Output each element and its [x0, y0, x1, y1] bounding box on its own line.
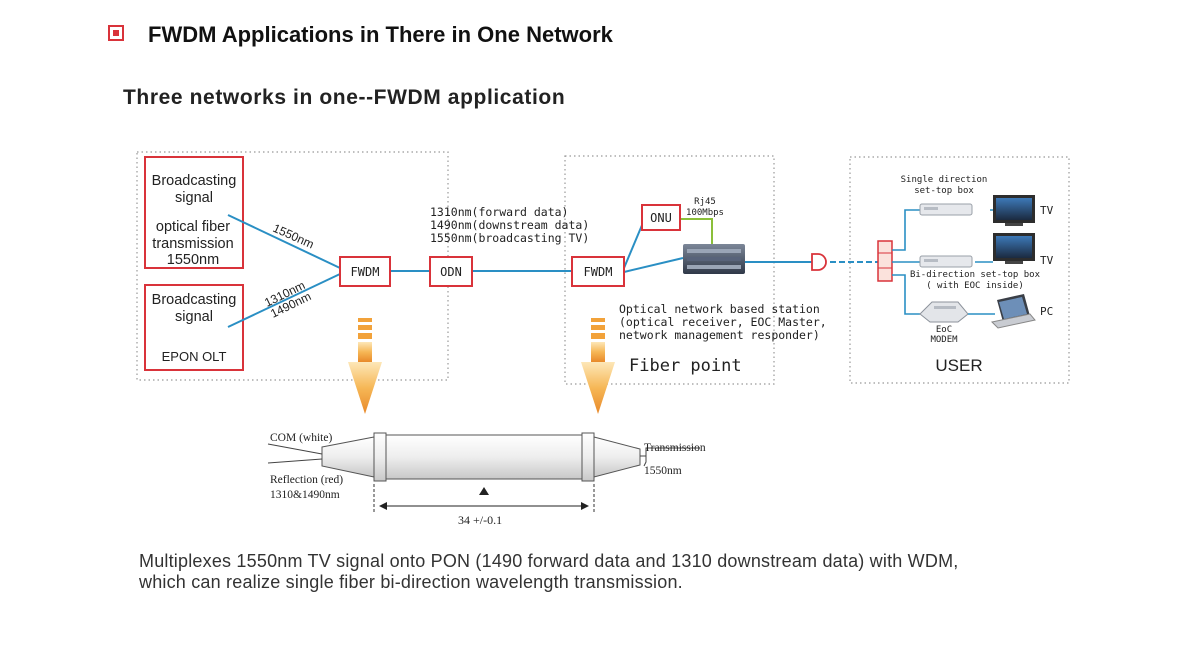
dimension-label: 34 +/-0.1 [458, 513, 502, 527]
caption-line-1: Multiplexes 1550nm TV signal onto PON (1… [139, 551, 959, 571]
com-label: COM (white) [270, 432, 332, 444]
zoom-arrow-left-icon [348, 318, 382, 414]
fiber-1310-link [227, 273, 341, 328]
bullet-square-icon [108, 25, 124, 41]
station-note-1: Optical network based station [619, 302, 820, 316]
rj45-label: Rj45 [694, 197, 716, 207]
set-top-box-1-icon [919, 203, 973, 216]
connector-icon [811, 253, 827, 271]
eoc-modem-line1: EoC [936, 325, 952, 335]
fiber-line1: optical fiber [156, 219, 230, 235]
fwdm-to-station-link [623, 257, 684, 273]
fiber-point-region-box [564, 155, 775, 385]
broadcast-top-line1: Broadcasting [152, 173, 237, 189]
broadcast-olt-box [144, 284, 244, 371]
note-1550: 1550nm(broadcasting TV) [430, 231, 589, 245]
station-note-2: (optical receiver, EOC Master, [619, 315, 827, 329]
tv1-icon [993, 195, 1035, 226]
broadcast-fiber-box [144, 156, 244, 269]
bi-dir-line2: ( with EOC inside) [926, 281, 1024, 291]
fwdm-left-label: FWDM [351, 265, 380, 279]
transmission-label: Transmission [644, 442, 706, 454]
reflection-label: Reflection (red) [270, 474, 343, 486]
eoc-modem-line2: MODEM [930, 335, 958, 345]
onu-label: ONU [650, 211, 672, 225]
single-dir-line2: set-top box [914, 186, 974, 196]
bi-dir-line1: Bi-direction set-top box [910, 270, 1041, 280]
laptop-pc-icon [990, 294, 1036, 329]
broadcast-bottom-line2: signal [175, 309, 213, 325]
fwdm-right-label: FWDM [584, 265, 613, 279]
user-region-box [849, 156, 1070, 384]
epon-olt-label: EPON OLT [162, 349, 227, 364]
single-dir-line1: Single direction [901, 175, 988, 185]
zoom-arrow-right-icon [581, 318, 615, 414]
splitter-icon [877, 240, 893, 282]
transmission-wl-label: 1550nm [644, 465, 682, 477]
onu-box [641, 204, 681, 231]
user-distribution-lines [892, 209, 920, 315]
note-1310: 1310nm(forward data) [430, 205, 568, 219]
page-title: FWDM Applications in There in One Networ… [148, 22, 613, 47]
odn-label: ODN [440, 265, 462, 279]
tv2-icon [993, 233, 1035, 264]
olt-region-box [136, 151, 449, 381]
diagram-subtitle: Three networks in one--FWDM application [123, 86, 566, 109]
fiber-line2: transmission [152, 236, 233, 252]
pc-label: PC [1040, 305, 1053, 318]
note-1490: 1490nm(downstream data) [430, 218, 589, 232]
odn-box [429, 256, 473, 287]
tv1-label: TV [1040, 204, 1054, 217]
fiber-1550-link [227, 214, 341, 269]
set-top-box-2-icon [919, 255, 973, 268]
broadcast-bottom-line1: Broadcasting [152, 292, 237, 308]
eoc-modem-icon [919, 301, 969, 323]
fwdm-component-drawing [267, 432, 700, 512]
onu-green-link [680, 218, 713, 244]
optical-station-icon [683, 244, 745, 274]
rj45-speed-label: 100Mbps [686, 208, 724, 218]
fwdm-left-box [339, 256, 391, 287]
reflection-wl-label: 1310&1490nm [270, 489, 340, 501]
user-label: USER [935, 356, 982, 375]
tv2-label: TV [1040, 254, 1054, 267]
caption: Multiplexes 1550nm TV signal onto PON (1… [139, 551, 1099, 593]
fwdm-right-box [571, 256, 625, 287]
station-note-3: network management responder) [619, 328, 820, 342]
broadcast-top-line2: signal [175, 190, 213, 206]
caption-line-2: which can realize single fiber bi-direct… [139, 572, 683, 592]
fiber-line3: 1550nm [167, 252, 219, 268]
fiber-point-label: Fiber point [629, 356, 742, 376]
